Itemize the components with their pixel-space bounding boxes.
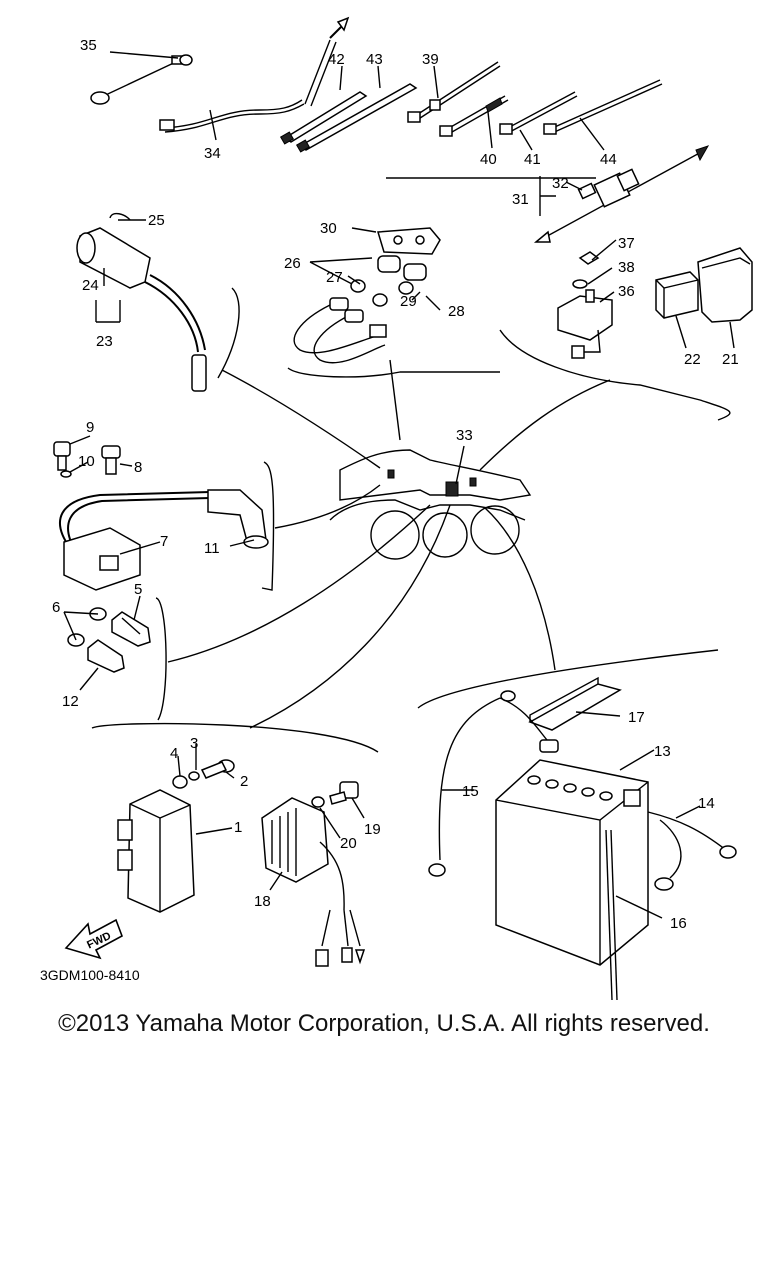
label-10: 10 bbox=[78, 453, 95, 470]
label-33: 33 bbox=[456, 427, 473, 444]
label-16: 16 bbox=[670, 915, 687, 932]
label-32: 32 bbox=[552, 175, 569, 192]
label-3: 3 bbox=[190, 735, 198, 752]
diagram-code: 3GDM100-8410 bbox=[40, 967, 140, 983]
relay-31 bbox=[533, 145, 710, 243]
label-26: 26 bbox=[284, 255, 301, 272]
label-43: 43 bbox=[366, 51, 383, 68]
label-5: 5 bbox=[134, 581, 142, 598]
plug-cap-24 bbox=[76, 212, 207, 392]
cdi-1 bbox=[117, 789, 195, 913]
label-36: 36 bbox=[618, 283, 635, 300]
starter-relay-36 bbox=[557, 251, 613, 359]
bolt-9 bbox=[53, 441, 72, 478]
fwd-arrow-icon: FWD bbox=[64, 918, 123, 960]
cable-15 bbox=[428, 690, 559, 877]
label-37: 37 bbox=[618, 235, 635, 252]
callout-leaders bbox=[63, 51, 735, 919]
label-34: 34 bbox=[204, 145, 221, 162]
switch-12 bbox=[67, 633, 125, 673]
screw-2 bbox=[200, 759, 235, 779]
label-25: 25 bbox=[148, 212, 165, 229]
battery-band-17 bbox=[528, 676, 622, 731]
label-4: 4 bbox=[170, 745, 178, 762]
tie-39 bbox=[407, 61, 501, 123]
copyright-notice: ©2013 Yamaha Motor Corporation, U.S.A. A… bbox=[58, 1010, 710, 1037]
label-7: 7 bbox=[160, 533, 168, 550]
label-19: 19 bbox=[364, 821, 381, 838]
relay-22 bbox=[655, 271, 699, 319]
label-20: 20 bbox=[340, 835, 357, 852]
label-38: 38 bbox=[618, 259, 635, 276]
label-11: 11 bbox=[204, 540, 220, 557]
washer-4 bbox=[172, 775, 188, 789]
label-29: 29 bbox=[400, 293, 417, 310]
label-14: 14 bbox=[698, 795, 715, 812]
label-31: 31 bbox=[512, 191, 529, 208]
label-39: 39 bbox=[422, 51, 439, 68]
label-41: 41 bbox=[524, 151, 541, 168]
label-24: 24 bbox=[82, 277, 99, 294]
breather-16 bbox=[605, 829, 618, 1000]
label-2: 2 bbox=[240, 773, 248, 790]
label-22: 22 bbox=[684, 351, 701, 368]
leader-lines bbox=[167, 359, 611, 729]
label-28: 28 bbox=[448, 303, 465, 320]
label-15: 15 bbox=[462, 783, 479, 800]
label-27: 27 bbox=[326, 269, 343, 286]
label-42: 42 bbox=[328, 51, 345, 68]
label-44: 44 bbox=[600, 151, 617, 168]
bolt-8 bbox=[101, 445, 121, 475]
bracket-30 bbox=[377, 227, 441, 255]
label-9: 9 bbox=[86, 419, 94, 436]
exploded-parts-diagram: FWD bbox=[40, 16, 753, 1000]
tie-41 bbox=[499, 91, 578, 135]
washer-20 bbox=[311, 796, 325, 808]
cable-14 bbox=[647, 811, 737, 891]
vehicle-outline bbox=[329, 449, 532, 560]
label-35: 35 bbox=[80, 37, 97, 54]
label-21: 21 bbox=[722, 351, 739, 368]
label-13: 13 bbox=[654, 743, 671, 760]
wire-34 bbox=[159, 16, 350, 133]
label-40: 40 bbox=[480, 151, 497, 168]
label-8: 8 bbox=[134, 459, 142, 476]
washer-3 bbox=[188, 771, 200, 781]
harness-26 bbox=[293, 255, 427, 364]
label-1: 1 bbox=[234, 819, 242, 836]
label-6: 6 bbox=[52, 599, 60, 616]
tape-43 bbox=[295, 83, 418, 153]
part-labels: 35 34 42 43 39 40 41 44 32 31 25 30 37 2… bbox=[52, 37, 739, 932]
cover-21 bbox=[697, 247, 753, 323]
label-12: 12 bbox=[62, 693, 79, 710]
bolt-19 bbox=[329, 781, 359, 805]
tie-40 bbox=[439, 95, 509, 137]
label-18: 18 bbox=[254, 893, 271, 910]
tie-44 bbox=[543, 79, 663, 135]
rectifier-18 bbox=[261, 797, 366, 967]
wire-35 bbox=[90, 54, 193, 105]
label-23: 23 bbox=[96, 333, 113, 350]
label-17: 17 bbox=[628, 709, 645, 726]
tape-42 bbox=[279, 91, 368, 145]
coil-7 bbox=[59, 489, 269, 591]
battery-13 bbox=[495, 759, 649, 966]
group-brackets bbox=[91, 287, 731, 753]
label-30: 30 bbox=[320, 220, 337, 237]
